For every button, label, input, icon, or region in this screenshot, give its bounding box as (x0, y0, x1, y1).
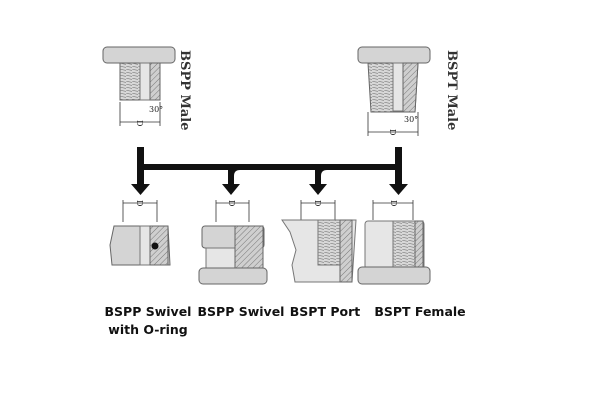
dimension-d: D (389, 200, 398, 206)
label-bspp-swivel-oring-2: with O-ring (108, 322, 187, 337)
bspp-swivel-fitting: D (198, 200, 268, 285)
label-bspt-female: BSPT Female (374, 304, 465, 319)
label-bspp-swivel: BSPP Swivel (198, 304, 285, 319)
bspt-male-fitting: D 30° (357, 46, 431, 136)
arrow-head (309, 184, 327, 195)
bspp-swivel-oring-fitting: D (109, 200, 171, 266)
dimension-d: D (135, 120, 144, 126)
bspp-male-label: BSPP Male (177, 50, 192, 130)
arrow-head (389, 184, 408, 195)
dimension-d: D (388, 129, 397, 135)
bspt-port-fitting: D (281, 200, 357, 283)
dimension-d: D (227, 200, 236, 206)
angle-label: 30° (149, 105, 163, 114)
bspt-female-fitting: D (357, 200, 431, 285)
label-bspt-port: BSPT Port (290, 304, 360, 319)
o-ring-icon (151, 242, 159, 250)
connector-arrows (131, 147, 408, 195)
arrow-head (222, 184, 240, 195)
angle-label: 30° (404, 115, 418, 124)
bspt-male-label: BSPT Male (444, 50, 459, 130)
arrow-head (131, 184, 150, 195)
bspp-male-fitting: D 30° (102, 46, 176, 126)
dimension-d: D (135, 200, 144, 206)
dimension-d: D (313, 200, 322, 206)
label-bspp-swivel-oring: BSPP Swivel (105, 304, 192, 319)
